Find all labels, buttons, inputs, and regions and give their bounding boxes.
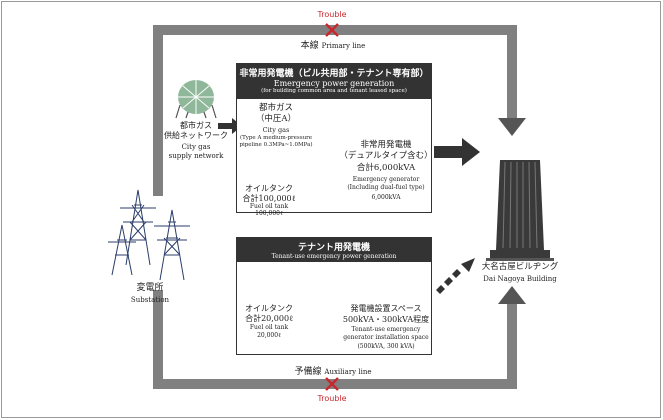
auxiliary-line-label-jp: 予備線: [294, 367, 322, 377]
city-gas-label-jp-2: （中圧A）: [255, 114, 297, 124]
tenant-title-jp: テナント用発電機: [297, 243, 370, 253]
gas-network-label-jp-2: 供給ネットワーク: [164, 131, 228, 140]
generator-note-jp: （デュアルタイプ含む）: [339, 151, 433, 161]
generator-note-en: (Including dual-fuel type): [347, 184, 425, 191]
tenant-oil-tank-label-jp: オイルタンク: [245, 304, 293, 313]
auxiliary-line-label: 予備線 Auxiliary line: [295, 367, 372, 377]
primary-line-label: 本線 Primary line: [301, 41, 366, 51]
primary-line-label-en: Primary line: [321, 42, 366, 50]
gas-network-label-en-1: City gas: [181, 143, 211, 151]
space-label-en-2: generator installation space: [343, 334, 429, 341]
emergency-box-header: 非常用発電機（ビル共用部・テナント専有部） Emergency power ge…: [237, 64, 431, 99]
generator-total-en: 6,000kVA: [371, 194, 401, 201]
building-icon: [486, 160, 554, 261]
emergency-subtitle-en: (for building common area and tenant lea…: [261, 88, 407, 94]
substation-label-jp: 変電所: [136, 283, 164, 293]
auxiliary-line-arrowhead: [498, 286, 526, 304]
space-capacity-jp: 500kVA・300kVA程度: [342, 315, 430, 324]
city-gas-label-en-2: (Type A medium-pressure: [239, 135, 313, 141]
primary-line-arrowhead: [498, 118, 526, 136]
emergency-title-jp: 非常用発電機（ビル共用部・テナント専有部）: [239, 69, 429, 79]
generator-label-jp: 非常用発電機: [360, 140, 412, 150]
building-label-jp: 大名古屋ビルヂング: [481, 262, 559, 272]
gas-network-label-jp-1: 都市ガス: [180, 121, 212, 130]
transmission-tower-icon: [108, 189, 190, 281]
space-label-jp: 発電機設置スペース: [350, 304, 422, 313]
generator-total-jp: 合計6,000kVA: [356, 163, 416, 173]
trouble-x-auxiliary: [325, 377, 339, 391]
auxiliary-line: [153, 290, 517, 389]
tenant-oil-tank-total-jp: 合計20,000ℓ: [245, 314, 293, 323]
primary-line: [153, 25, 517, 196]
auxiliary-line-label-en: Auxiliary line: [324, 368, 372, 376]
gas-network-label-en-2: supply network: [168, 152, 224, 160]
tenant-oil-tank-label-en: Fuel oil tank: [249, 324, 289, 331]
tenant-title-en: Tenant-use emergency power generation: [271, 253, 397, 260]
emergency-to-building-arrow: [434, 138, 480, 166]
space-label-en-3: (500kVA, 300 kVA): [357, 343, 415, 350]
building-label-en: Dai Nagoya Building: [483, 275, 557, 283]
oil-tank-total-jp: 合計100,000ℓ: [242, 194, 296, 203]
tenant-oil-tank-total-en: 20,000ℓ: [257, 332, 281, 339]
tenant-box-header: テナント用発電機 Tenant-use emergency power gene…: [237, 238, 431, 262]
oil-tank-label-en: Fuel oil tank: [249, 203, 289, 210]
trouble-x-primary: [325, 23, 339, 37]
auxiliary-trouble-label: Trouble: [317, 394, 347, 403]
generator-label-en: Emergency generator: [352, 176, 420, 183]
tenant-to-building-dashed-arrow: [436, 258, 475, 294]
city-gas-label-en-3: pipeline 0.3MPa~1.0MPa): [239, 142, 313, 148]
oil-tank-label-jp: オイルタンク: [245, 184, 293, 193]
primary-trouble-label: Trouble: [317, 10, 347, 19]
gas-holder-icon: [175, 80, 217, 119]
emergency-title-en: Emergency power generation: [273, 79, 395, 88]
substation-label-en: Substation: [130, 296, 170, 304]
city-gas-label-en-1: City gas: [262, 126, 290, 134]
space-label-en-1: Tenant-use emergency: [351, 326, 421, 333]
city-gas-label-jp-1: 都市ガス: [258, 103, 294, 113]
oil-tank-total-en: 100,000ℓ: [255, 210, 283, 217]
primary-line-label-jp: 本線: [300, 41, 319, 51]
